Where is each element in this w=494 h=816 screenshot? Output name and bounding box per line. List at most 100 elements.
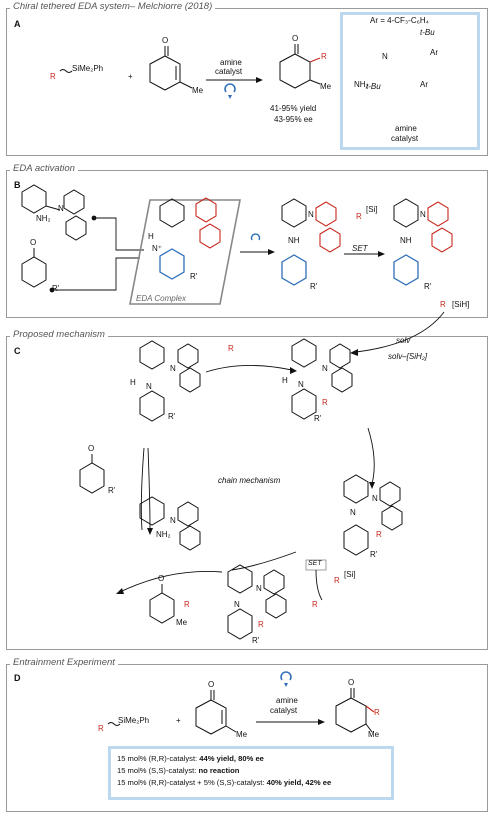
reagent-top-a: amine <box>220 58 242 67</box>
b-nplus: N⁺ <box>152 244 162 253</box>
panel-b-label: B <box>14 180 21 190</box>
c-h2: H <box>282 376 288 385</box>
c-ketone-rp: R' <box>108 486 116 495</box>
b-r: R <box>356 212 362 221</box>
b-si: [Si] <box>366 205 378 214</box>
tbu-bottom: t-Bu <box>366 82 381 91</box>
c-si: [Si] <box>344 570 356 579</box>
tbu-top: t-Bu <box>420 28 435 37</box>
cycle-arrow-right <box>367 427 375 485</box>
c-product-me: Me <box>176 618 188 627</box>
b-nh: NH <box>288 236 300 245</box>
b-r2: R <box>440 300 446 309</box>
silane-r: R <box>50 72 56 81</box>
d-reagent-top: amine <box>276 696 298 705</box>
panel-b <box>6 170 488 318</box>
panel-c <box>6 336 488 650</box>
enone-me: Me <box>192 86 204 95</box>
result-row: 15 mol% (S,S)-catalyst: no reaction <box>117 766 240 775</box>
yield-range: 41-95% yield <box>270 104 317 113</box>
d-me: Me <box>236 730 248 739</box>
c-n-lower-carb: N <box>372 494 378 503</box>
b-rprime4: R' <box>424 282 432 291</box>
panel-a-header: Chiral tethered EDA system– Melchiorre (… <box>10 1 216 12</box>
c-r-radical2: R <box>312 600 318 609</box>
catalyst-caption-2: catalyst <box>391 134 419 143</box>
b-rprime2: R' <box>190 272 198 281</box>
c-nh2: NH₂ <box>156 530 171 539</box>
enone-o: O <box>162 36 169 45</box>
ee-range: 43-95% ee <box>274 115 313 124</box>
cycle-arrow-bottom <box>231 551 297 571</box>
results-box: 15 mol% (R,R)-catalyst: 44% yield, 80% e… <box>108 746 394 800</box>
product-o-a: O <box>292 34 299 43</box>
product-me-a: Me <box>320 82 332 91</box>
catalyst-box <box>340 12 480 150</box>
d-product-me: Me <box>368 730 380 739</box>
b-n3: N <box>420 210 426 219</box>
c-r-lower: R <box>376 530 382 539</box>
panel-c-header: Proposed mechanism <box>10 329 108 340</box>
c-n-carbazole: N <box>170 364 176 373</box>
c-bottom-rp: R' <box>252 636 260 645</box>
panel-d-header: Entrainment Experiment <box>10 657 118 668</box>
b-rprime: R' <box>52 284 60 293</box>
b-sih: [SiH] <box>452 300 470 309</box>
b-o: O <box>30 238 37 247</box>
c-set: SET <box>308 560 322 567</box>
c-bottom-n: N <box>234 600 240 609</box>
b-rprime3: R' <box>310 282 318 291</box>
c-n-cat: N <box>170 516 176 525</box>
b-h: H <box>148 232 154 241</box>
c-ketone-o: O <box>88 444 95 453</box>
c-n-iminium2: N <box>298 380 304 389</box>
panel-a <box>6 8 488 156</box>
panel-d-label: D <box>14 673 21 683</box>
b-nh2b: NH <box>400 236 412 245</box>
c-n-iminium: N <box>146 382 152 391</box>
b-n2: N <box>308 210 314 219</box>
plus-a: + <box>128 72 133 81</box>
b-nh2: NH₂ <box>36 214 51 223</box>
product-arrow <box>119 571 223 593</box>
light-icon-d <box>280 671 292 681</box>
d-product-o: O <box>348 678 355 687</box>
d-o: O <box>208 680 215 689</box>
d-silane-r: R <box>98 724 104 733</box>
c-r-radical: R <box>228 344 234 353</box>
panel-d <box>6 664 488 812</box>
catalyst-nh2: NH₂ <box>354 80 369 89</box>
silane-bond <box>59 69 73 73</box>
b-set: SET <box>352 244 368 253</box>
d-silane: SiMe₂Ph <box>118 716 150 725</box>
c-center-label: chain mechanism <box>218 476 281 485</box>
product-r-a: R <box>321 52 327 61</box>
panel-b-header: EDA activation <box>10 163 78 174</box>
reagent-bottom-a: catalyst <box>215 67 243 76</box>
b-complex-label: EDA Complex <box>136 294 186 303</box>
c-product-r: R <box>184 600 190 609</box>
ar-top: Ar <box>430 48 438 57</box>
c-h: H <box>130 378 136 387</box>
c-n-lower-imine: N <box>350 508 356 517</box>
catalyst-caption-1: amine <box>395 124 417 133</box>
ar-bottom: Ar <box>420 80 428 89</box>
d-product-r: R <box>374 708 380 717</box>
c-solv: solv <box>396 336 411 345</box>
panel-a-label: A <box>14 19 21 29</box>
c-n-carbazole2: N <box>322 364 328 373</box>
result-row: 15 mol% (R,R)-catalyst: 44% yield, 80% e… <box>117 754 264 763</box>
b-n: N <box>58 204 64 213</box>
c-bottom-r: R <box>258 620 264 629</box>
c-r-right: R <box>322 398 328 407</box>
d-reagent-bottom: catalyst <box>270 706 298 715</box>
light-icon-b <box>250 233 261 241</box>
c-rp-lower: R' <box>370 550 378 559</box>
result-row: 15 mol% (R,R)-catalyst + 5% (S,S)-cataly… <box>117 778 332 787</box>
silane-label: SiMe₂Ph <box>72 64 104 73</box>
d-plus: + <box>176 716 181 725</box>
c-rprime-right: R' <box>314 414 322 423</box>
